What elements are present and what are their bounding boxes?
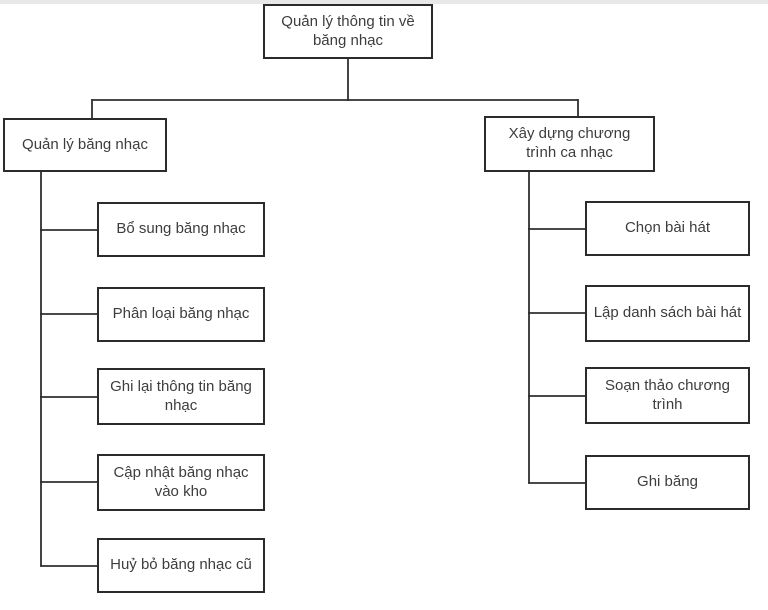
right-branch-connectors <box>528 172 585 484</box>
node-huy-bo-bang-nhac-cu: Huỷ bỏ băng nhạc cũ <box>97 538 265 593</box>
node-ghi-lai-thong-tin-bang-nhac: Ghi lại thông tin băng nhạc <box>97 368 265 425</box>
node-ghi-bang: Ghi băng <box>585 455 750 510</box>
node-quan-ly-bang-nhac: Quản lý băng nhạc <box>3 118 167 172</box>
node-cap-nhat-bang-nhac-vao-kho: Cập nhật băng nhạc vào kho <box>97 454 265 511</box>
node-bo-sung-bang-nhac: Bổ sung băng nhạc <box>97 202 265 257</box>
node-root: Quản lý thông tin về băng nhạc <box>263 4 433 59</box>
root-to-branches-connector <box>91 59 579 118</box>
left-branch-connectors <box>40 172 97 567</box>
top-edge-strip <box>0 0 768 4</box>
node-chon-bai-hat: Chọn bài hát <box>585 201 750 256</box>
node-xay-dung-chuong-trinh-ca-nhac: Xây dựng chương trình ca nhạc <box>484 116 655 172</box>
node-lap-danh-sach-bai-hat: Lập danh sách bài hát <box>585 285 750 342</box>
node-soan-thao-chuong-trinh: Soạn thảo chương trình <box>585 367 750 424</box>
node-phan-loai-bang-nhac: Phân loại băng nhạc <box>97 287 265 342</box>
